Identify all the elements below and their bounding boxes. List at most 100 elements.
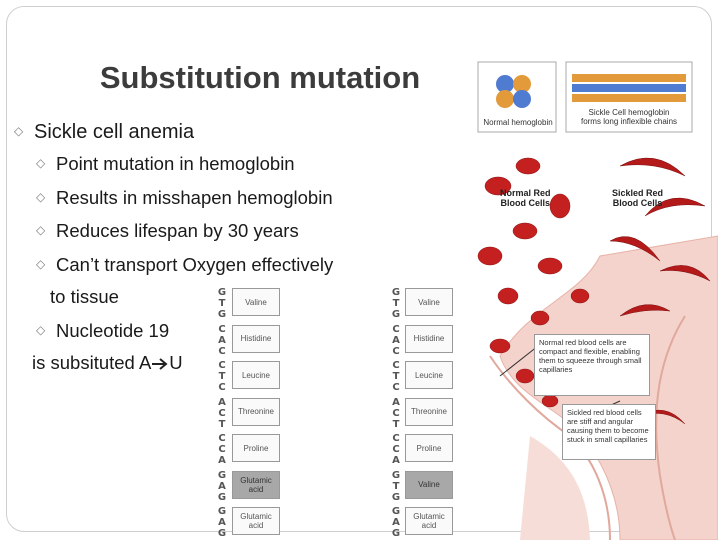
sub-bullet-item: ◇ Can’t transport Oxygen effectively [14, 248, 414, 282]
bullet-item: ◇ Sickle cell anemia [14, 116, 414, 147]
nucleotide-letter: A [218, 455, 226, 466]
sickle-codon-amino-acid: Histidine [405, 324, 453, 353]
nucleotide-letter: A [218, 517, 226, 528]
normal-codon-amino-acid: Valine [232, 288, 280, 316]
nucleotide-letter: C [392, 345, 400, 357]
nucleotide-letter: C [218, 323, 226, 335]
bullet-icon: ◇ [14, 124, 24, 138]
nucleotide-letter: T [218, 371, 226, 382]
sickle-codon-amino-acid: Valine [405, 288, 453, 316]
nucleotide-letter: G [217, 528, 227, 539]
nucleotide-letter: G [391, 309, 401, 320]
nucleotide-letter: G [217, 287, 227, 298]
normal-cells-callout: Normal red blood cells are compact and f… [534, 334, 650, 396]
bullet-icon: ◇ [36, 223, 46, 237]
bullet-continuation: is subsituted A U [14, 347, 414, 380]
sickle-codon-amino-acid: Valine [405, 470, 453, 499]
slide-title: Substitution mutation [99, 60, 421, 95]
sub-bullet-item: ◇ Reduces lifespan by 30 years [14, 214, 414, 248]
bullet-text: Reduces lifespan by 30 years [56, 220, 299, 241]
nucleotide-letter: T [218, 298, 226, 309]
nucleotide-letter: A [218, 480, 226, 492]
nucleotide-letter: C [218, 444, 226, 455]
nucleotide-letter: A [218, 334, 226, 346]
nucleotide-letter: A [392, 517, 400, 528]
bullet-icon: ◇ [36, 322, 46, 337]
nucleotide-letter: C [392, 433, 400, 444]
nucleotide-letter: A [392, 455, 400, 466]
nucleotide-letter: G [391, 469, 401, 481]
nucleotide-letter: C [218, 382, 226, 393]
nucleotide-letter: T [218, 418, 226, 430]
normal-codon-amino-acid: Glutamic acid [232, 507, 280, 535]
normal-codon-amino-acid: Glutamic acid [232, 470, 280, 499]
nucleotide-letter: C [218, 407, 226, 419]
sickle-hemoglobin-label: Sickle Cell hemoglobin forms long inflex… [580, 108, 678, 126]
sickle-codon-amino-acid: Proline [405, 434, 453, 462]
bullet-list: ◇ Sickle cell anemia ◇Point mutation in h… [14, 116, 414, 380]
sickled-cells-label: Sickled Red Blood Cells [612, 188, 664, 208]
normal-codon-amino-acid: Threonine [232, 397, 280, 426]
nucleotide-letter: T [392, 371, 400, 382]
blood-vessel-svg [477, 61, 719, 541]
sub-bullet-item: ◇Point mutation in hemoglobin [14, 147, 414, 181]
normal-codon-amino-acid: Leucine [232, 361, 280, 389]
normal-cells-label: Normal Red Blood Cells [500, 188, 551, 208]
bullet-icon: ◇ [36, 189, 46, 204]
nucleotide-letter: G [391, 528, 401, 539]
bullet-text: Nucleotide 19 [56, 319, 170, 341]
nucleotide-letter: C [218, 360, 226, 371]
nucleotide-letter: C [218, 345, 226, 357]
nucleotide-letter: C [218, 433, 226, 444]
normal-hemoglobin-icon [496, 75, 531, 108]
bullet-text: Results in misshapen hemoglobin [56, 186, 333, 208]
sickle-codon-amino-acid: Glutamic acid [405, 507, 453, 535]
sub-bullet-item: ◇ Results in misshapen hemoglobin [14, 181, 414, 215]
nucleotide-letter: G [217, 491, 227, 503]
nucleotide-letter: C [392, 444, 400, 455]
sub-bullet-item: ◇ Nucleotide 19 [14, 314, 414, 348]
blood-cell-illustration: Normal hemoglobin Sickle Cell hemoglobin… [470, 56, 719, 541]
normal-hemoglobin-label: Normal hemoglobin [483, 118, 553, 127]
nucleotide-letter: T [392, 480, 400, 492]
bullet-icon: ◇ [36, 156, 46, 170]
nucleotide-letter: C [392, 323, 400, 335]
bullet-text: U [169, 352, 183, 373]
nucleotide-letter: C [392, 382, 400, 393]
nucleotide-letter: T [392, 298, 400, 309]
nucleotide-letter: G [217, 309, 227, 320]
nucleotide-letter: G [391, 287, 401, 298]
sickle-codon-amino-acid: Threonine [405, 397, 453, 426]
nucleotide-letter: G [391, 506, 401, 517]
nucleotide-letter: A [218, 396, 226, 408]
sickle-codon-amino-acid: Leucine [405, 361, 453, 389]
nucleotide-letter: G [391, 491, 401, 503]
sickled-cells-callout: Sickled red blood cells are stiff and an… [562, 404, 656, 460]
bullet-text: Can’t transport Oxygen effectively [56, 253, 334, 275]
nucleotide-letter: C [392, 407, 400, 419]
nucleotide-letter: G [217, 506, 227, 517]
nucleotide-letter: T [392, 418, 400, 430]
nucleotide-letter: C [392, 360, 400, 371]
sickle-hemoglobin-icon [572, 74, 686, 102]
bullet-continuation: to tissue [50, 286, 119, 307]
nucleotide-letter: A [392, 334, 400, 346]
bullet-text: Sickle cell anemia [34, 121, 195, 143]
bullet-text: is subsituted A [32, 352, 152, 373]
arrow-right-icon [152, 358, 168, 370]
bullet-icon: ◇ [36, 256, 46, 271]
nucleotide-letter: G [217, 469, 227, 481]
